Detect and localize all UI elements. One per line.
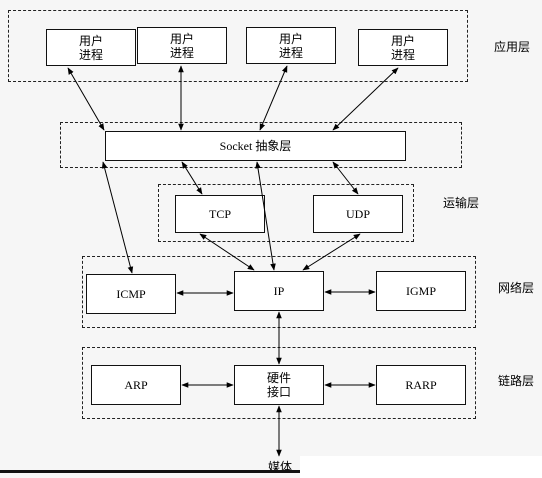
arp-box: ARP — [91, 365, 181, 405]
hardware-interface-label-line2: 接口 — [266, 385, 291, 399]
socket-abstraction-label: Socket 抽象层 — [219, 139, 292, 153]
tcp-box: TCP — [175, 195, 265, 233]
user-process-label-line1: 用户 — [278, 31, 303, 46]
user-process-label-line1: 用户 — [169, 31, 194, 46]
rarp-label: RARP — [405, 378, 437, 392]
socket-abstraction-box: Socket 抽象层 — [105, 131, 406, 161]
icmp-label: ICMP — [116, 287, 146, 301]
arrow-tcp-ip — [199, 233, 255, 271]
udp-box: UDP — [313, 195, 403, 233]
user-process-box: 用户进程 — [358, 29, 448, 66]
user-process-box: 用户进程 — [46, 29, 136, 66]
transport-layer-region — [158, 184, 414, 242]
link-layer-label: 链路层 — [498, 374, 535, 388]
arrow-process3-socket — [259, 65, 288, 131]
ip-box: IP — [234, 271, 324, 311]
rarp-box: RARP — [376, 365, 466, 405]
user-process-label-line2: 进程 — [78, 47, 103, 62]
user-process-label-line1: 用户 — [78, 33, 103, 48]
hardware-interface-label-line1: 硬件 — [266, 371, 291, 385]
arrow-socket-ip — [255, 161, 276, 271]
arrow-process1-socket — [67, 67, 105, 131]
igmp-label: IGMP — [405, 284, 436, 298]
user-process-box: 用户进程 — [246, 27, 336, 64]
tcp-label: TCP — [208, 207, 231, 221]
arrow-socket-icmp — [101, 161, 134, 274]
network-layer-label: 网络层 — [498, 281, 535, 295]
arrow-socket-tcp — [181, 161, 203, 195]
ip-label: IP — [273, 284, 285, 298]
user-process-box: 用户进程 — [137, 27, 227, 64]
arrow-socket-udp — [332, 161, 359, 195]
icmp-box: ICMP — [86, 274, 176, 314]
arrow-udp-ip — [302, 233, 361, 271]
application-layer-label: 应用层 — [494, 40, 531, 54]
igmp-box: IGMP — [376, 271, 466, 311]
bottom-border-line — [0, 470, 542, 473]
user-process-label-line2: 进程 — [390, 47, 415, 62]
transport-layer-label: 运输层 — [443, 196, 480, 210]
bottom-right-mask — [300, 456, 542, 478]
arrow-process4-socket — [332, 67, 399, 131]
arp-label: ARP — [124, 378, 148, 392]
hardware-interface-box: 硬件接口 — [234, 365, 324, 405]
user-process-label-line2: 进程 — [169, 45, 194, 60]
udp-label: UDP — [345, 207, 370, 221]
application-layer-region — [8, 10, 468, 82]
user-process-label-line2: 进程 — [278, 45, 303, 60]
user-process-label-line1: 用户 — [390, 33, 415, 48]
